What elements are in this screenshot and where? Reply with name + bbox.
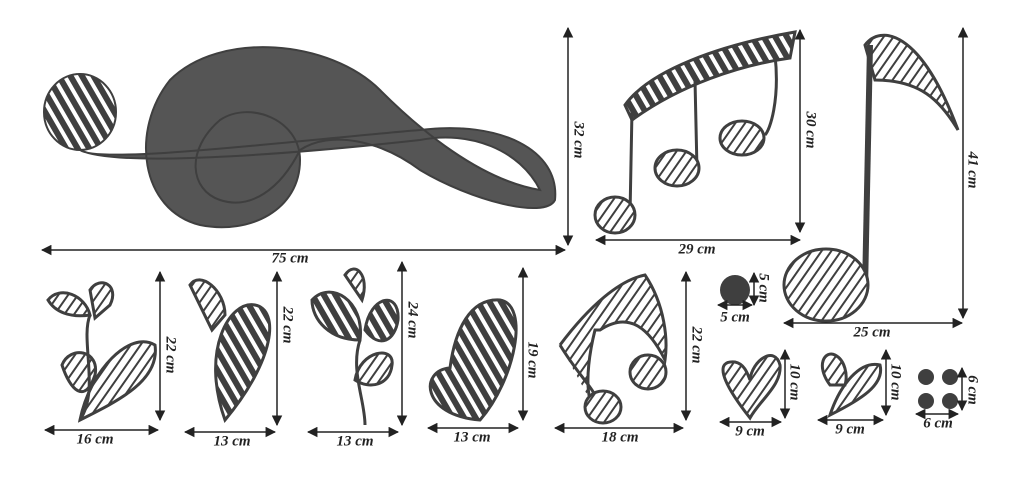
sprout-width-label: 16 cm xyxy=(76,431,114,448)
flower-height-label: 24 cm xyxy=(404,301,421,339)
treble-clef-decal xyxy=(43,46,557,229)
dot-width-label: 5 cm xyxy=(720,309,750,326)
heart-height-label: 19 cm xyxy=(524,341,541,379)
eighth-height-label: 22 cm xyxy=(688,326,705,364)
dot-height-label: 5 cm xyxy=(755,273,772,303)
treble-width-label: 75 cm xyxy=(271,250,309,267)
dots-height-label: 6 cm xyxy=(964,375,981,405)
notes-height-label: 30 cm xyxy=(802,111,819,149)
flower-width-label: 13 cm xyxy=(336,433,374,450)
dot-decal xyxy=(720,275,750,305)
leaf-height-label: 22 cm xyxy=(279,306,296,344)
dots-width-label: 6 cm xyxy=(923,415,953,432)
big-note-decal xyxy=(782,33,960,323)
sprout-height-label: 22 cm xyxy=(162,336,179,374)
heart-decal xyxy=(428,298,518,422)
leaf-width-label: 13 cm xyxy=(213,433,251,450)
leaf-decal xyxy=(188,278,272,423)
dimension-lines xyxy=(40,26,969,438)
sprout-decal xyxy=(46,281,157,423)
notes-width-label: 29 cm xyxy=(678,241,716,258)
small-heart-decal-2 xyxy=(820,352,883,418)
small-heart-1-height-label: 10 cm xyxy=(786,363,803,401)
big-note-height-label: 41 cm xyxy=(964,151,981,189)
eighth-width-label: 18 cm xyxy=(601,429,639,446)
treble-height-label: 32 cm xyxy=(570,121,587,159)
four-dots-decal xyxy=(918,369,958,409)
small-heart-decal-1 xyxy=(721,354,782,421)
heart-width-label: 13 cm xyxy=(453,429,491,446)
small-heart-2-width-label: 9 cm xyxy=(835,421,865,438)
big-note-width-label: 25 cm xyxy=(853,324,891,341)
flower-decal xyxy=(310,267,400,426)
beamed-notes-decal xyxy=(593,30,797,235)
eighth-note-decal xyxy=(558,273,668,425)
small-heart-2-height-label: 10 cm xyxy=(887,363,904,401)
small-heart-1-width-label: 9 cm xyxy=(735,423,765,440)
